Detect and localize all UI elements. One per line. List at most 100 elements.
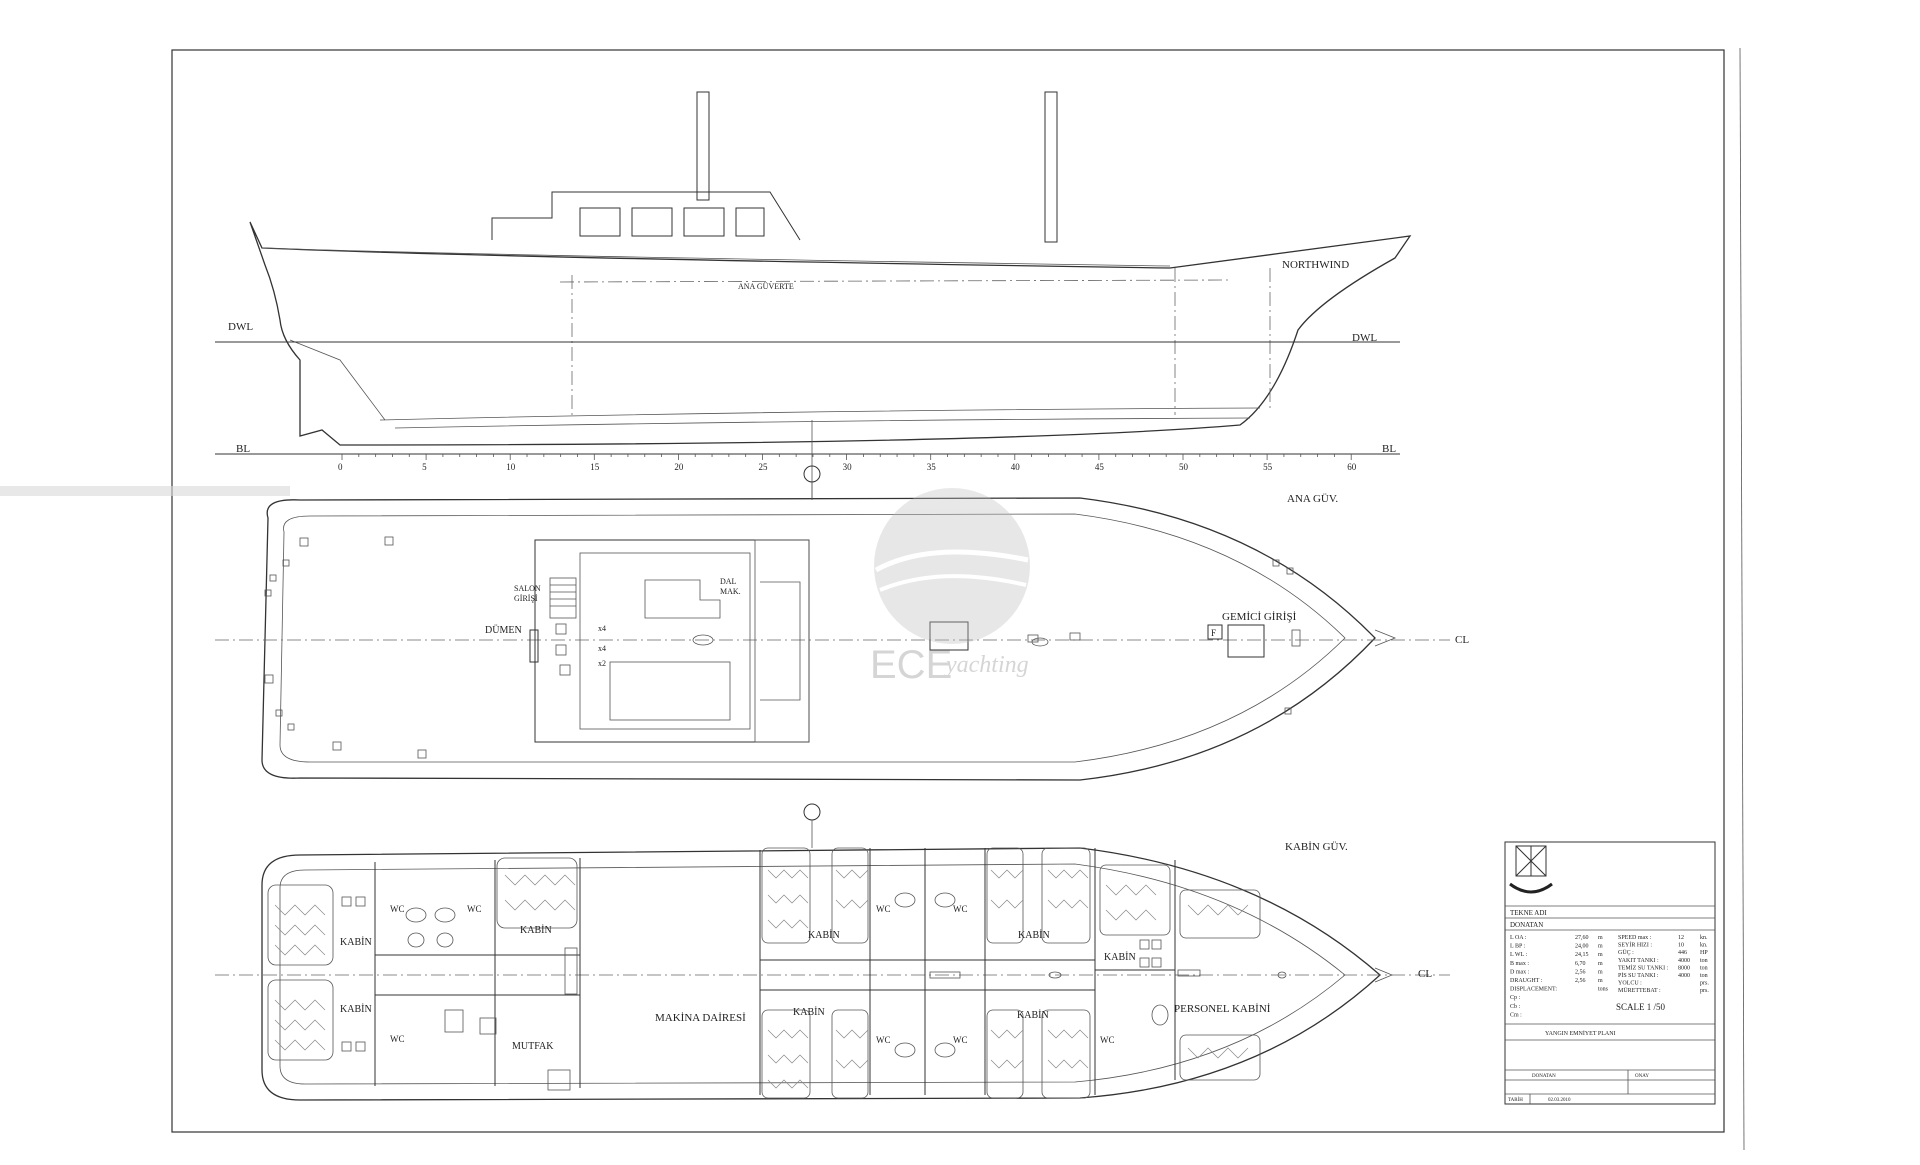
keel-line-1	[379, 407, 1261, 421]
cabin-deck-title: KABİN GÜV.	[1285, 841, 1348, 853]
stair-rail	[760, 581, 801, 701]
berth-7	[986, 1009, 1024, 1099]
spec-v: 24,15	[1575, 952, 1589, 958]
frame-label: 55	[1263, 462, 1273, 472]
deck-fitting	[692, 634, 714, 646]
spec-k: YOLCU :	[1618, 981, 1642, 987]
frame-label: 50	[1179, 462, 1189, 472]
spec-v: 24,00	[1575, 944, 1589, 950]
spec-u: prs.	[1700, 988, 1709, 994]
engine-room-label: MAKİNA DAİRESİ	[655, 1012, 746, 1024]
spec-k: GÜÇ :	[1618, 949, 1634, 956]
wc-label-6: WC	[876, 1035, 891, 1045]
spec-k: Cb :	[1510, 1004, 1521, 1010]
wc-fixtures	[405, 892, 1169, 1058]
cabin-deck-bow-tip	[1374, 967, 1394, 983]
cabin-label-3: KABİN	[793, 1006, 825, 1018]
bl-label-right: BL	[1382, 443, 1396, 455]
deck-label: ANA GÜVERTE	[738, 282, 794, 291]
salon-entry-label-1: SALON	[514, 584, 541, 593]
spec-u: m	[1598, 952, 1603, 958]
berth-1	[761, 847, 811, 944]
spec-k: B max :	[1510, 961, 1529, 967]
spec-k: MÜRETTEBAT :	[1618, 987, 1661, 994]
cabin-deck-outline	[261, 847, 1381, 1101]
spec-u: tons	[1598, 987, 1609, 993]
bl-label-left: BL	[236, 443, 250, 455]
cabin-label-4: KABİN	[1018, 929, 1050, 941]
berth-2	[831, 847, 869, 944]
spec-k: L OA :	[1510, 935, 1527, 941]
cabin-midship-symbol	[803, 803, 821, 821]
salon-table	[609, 661, 731, 721]
spec-u: kn.	[1700, 935, 1708, 941]
dwl-label-right: DWL	[1352, 332, 1377, 344]
spec-v: 4000	[1678, 973, 1690, 979]
cabin-label-6: KABİN	[1104, 951, 1136, 963]
spec-k: SEYİR HIZI :	[1618, 942, 1652, 949]
scan-smudge	[0, 486, 290, 496]
berth-aft-stbd	[267, 979, 334, 1061]
rudder-skeg	[289, 339, 386, 421]
galley-fixtures	[444, 947, 578, 1091]
spec-u: prs.	[1700, 981, 1709, 987]
frame-label: 35	[927, 462, 937, 472]
wc-label-7: WC	[953, 1035, 968, 1045]
wc-label-8: WC	[1100, 1035, 1115, 1045]
frame-label: 40	[1011, 462, 1021, 472]
berth-crew-2	[1179, 1034, 1261, 1081]
wheelhouse-windows	[579, 207, 765, 237]
tekne-adi-label: TEKNE ADI	[1510, 909, 1547, 917]
watermark-brand: ECE	[870, 643, 952, 687]
spec-u: ton	[1700, 965, 1708, 971]
scale-label: SCALE 1 /50	[1616, 1002, 1666, 1012]
spec-u: m	[1598, 969, 1603, 975]
dal-machine	[644, 579, 721, 619]
frame-label: 5	[422, 462, 427, 472]
salon-entry-label-2: GİRİŞİ	[514, 594, 538, 603]
wc-label-1: WC	[390, 904, 405, 914]
berth-5	[986, 847, 1024, 944]
fire-station-letter: F	[1211, 628, 1216, 638]
spec-u: m	[1598, 978, 1603, 984]
aft-hatch	[929, 621, 969, 651]
cabin-label-aft-stbd: KABİN	[340, 1003, 372, 1015]
main-deck-bulwark	[279, 513, 1346, 763]
frame-label: 30	[843, 462, 853, 472]
plan-title: YANGIN EMNİYET PLANI	[1545, 1030, 1616, 1037]
deck-house	[534, 539, 810, 743]
berth-6	[1041, 847, 1091, 944]
dal-label-2: MAK.	[720, 587, 741, 596]
deck-line	[559, 279, 1231, 283]
spec-v: 2,56	[1575, 969, 1586, 975]
frame-label: 10	[506, 462, 516, 472]
dwl-label-left: DWL	[228, 321, 253, 333]
cabin-deck-plan: KABİN KABİN KABİN KABİN KABİN KABİN KABİ…	[215, 803, 1450, 1101]
wc-label-4: WC	[876, 904, 891, 914]
berth-aft-cabin-top	[496, 857, 578, 929]
spec-v: 6,70	[1575, 961, 1586, 967]
helm-station	[529, 629, 539, 663]
drawing-frame	[171, 49, 1725, 1133]
spec-v: 27,60	[1575, 935, 1589, 941]
frame-label: 20	[674, 462, 684, 472]
berth-hatching	[274, 869, 1249, 1089]
helm-label: DÜMEN	[485, 624, 522, 636]
spec-v: 2,56	[1575, 978, 1586, 984]
cabin-label-2: KABİN	[808, 929, 840, 941]
companionway-steps	[549, 577, 577, 619]
ece-yachting-watermark: ECE yachting	[870, 488, 1030, 687]
extinguisher-count-2: x4	[598, 644, 606, 653]
main-deck-bow-tip	[1374, 629, 1397, 647]
spec-v: 10	[1678, 943, 1684, 949]
spec-k: YAKIT TANKI :	[1618, 958, 1659, 964]
frame-label: 60	[1347, 462, 1357, 472]
salon	[579, 552, 751, 730]
berth-4	[831, 1009, 869, 1099]
donatan-footer: DONATAN	[1532, 1074, 1556, 1079]
wc-label-2: WC	[467, 904, 482, 914]
donatan-label: DONATAN	[1510, 921, 1543, 929]
